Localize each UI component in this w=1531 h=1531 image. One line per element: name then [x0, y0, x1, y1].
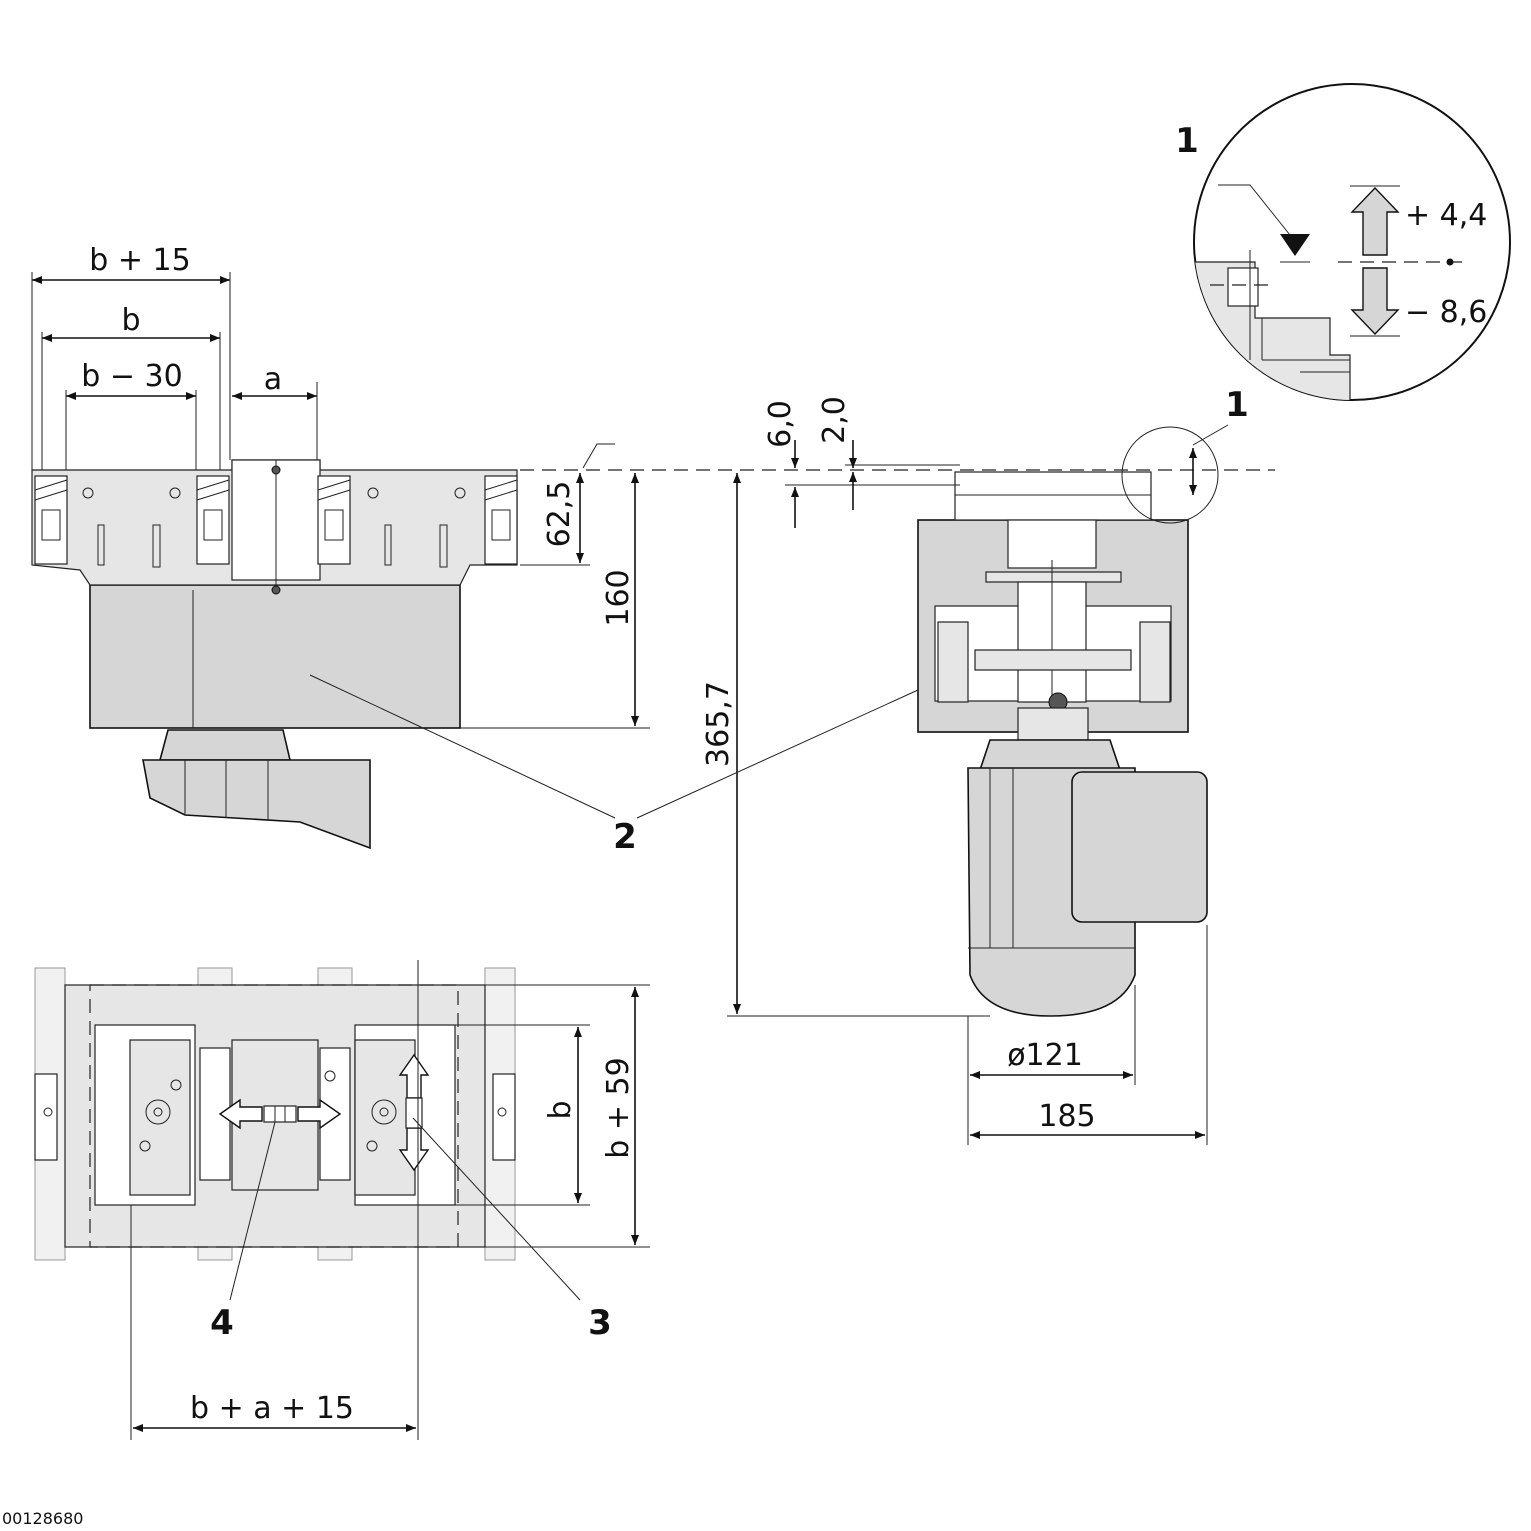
- dim-62-5: 62,5: [542, 481, 577, 548]
- dim-b-plus-59: b + 59: [601, 1057, 636, 1158]
- callout-4: 4: [210, 1303, 234, 1343]
- callout-leaders: [229, 674, 919, 1301]
- dim-minus-8-6: − 8,6: [1405, 295, 1487, 330]
- rail-profile: [317, 475, 351, 565]
- callout-3: 3: [588, 1303, 612, 1343]
- dim-185: 185: [1038, 1099, 1095, 1134]
- callout-1-view: 1: [1225, 385, 1249, 425]
- detail-reference-circle: [1121, 426, 1219, 524]
- housing-body: [89, 584, 461, 729]
- up-arrow-icon: [1350, 186, 1400, 256]
- detail-view: + 4,4 − 8,6: [1193, 83, 1511, 401]
- dim-160: 160: [601, 569, 636, 626]
- motor-housing: [142, 759, 371, 850]
- dim-b-a-15: b + a + 15: [190, 1391, 354, 1426]
- gearbox-flange: [158, 729, 292, 761]
- top-view-dimensions: b b + 59 b + a + 15: [130, 960, 650, 1440]
- callout-1-detail: 1: [1175, 121, 1199, 161]
- front-view: [31, 459, 518, 850]
- side-view-dimensions: 6,0 2,0 ø121 185: [763, 396, 1208, 1145]
- document-id: 00128680: [2, 1509, 83, 1528]
- callout-2: 2: [613, 817, 637, 857]
- down-arrow-icon: [1350, 267, 1400, 336]
- top-view: [34, 967, 516, 1261]
- dim-b: b: [121, 303, 140, 338]
- front-view-dimensions: b + 15 b b − 30 a 62,5 160 365,7: [31, 243, 1275, 1017]
- dim-plus-4-4: + 4,4: [1405, 198, 1487, 233]
- terminal-box: [1071, 771, 1208, 923]
- dim-a: a: [264, 362, 282, 397]
- side-view: [917, 424, 1229, 1017]
- dim-b-plus-15: b + 15: [89, 243, 190, 278]
- dim-6-0: 6,0: [763, 400, 798, 448]
- dim-d121: ø121: [1007, 1038, 1083, 1073]
- rail-profile: [484, 475, 518, 565]
- left-arrow-icon: [218, 1098, 263, 1130]
- dim-b-vertical: b: [543, 1100, 578, 1119]
- dim-2-0: 2,0: [817, 396, 852, 444]
- right-arrow-icon: [297, 1098, 342, 1130]
- rail-profile: [34, 475, 68, 565]
- dim-b-minus-30: b − 30: [81, 359, 182, 394]
- rail-profile: [196, 475, 230, 565]
- dim-365-7: 365,7: [701, 681, 736, 767]
